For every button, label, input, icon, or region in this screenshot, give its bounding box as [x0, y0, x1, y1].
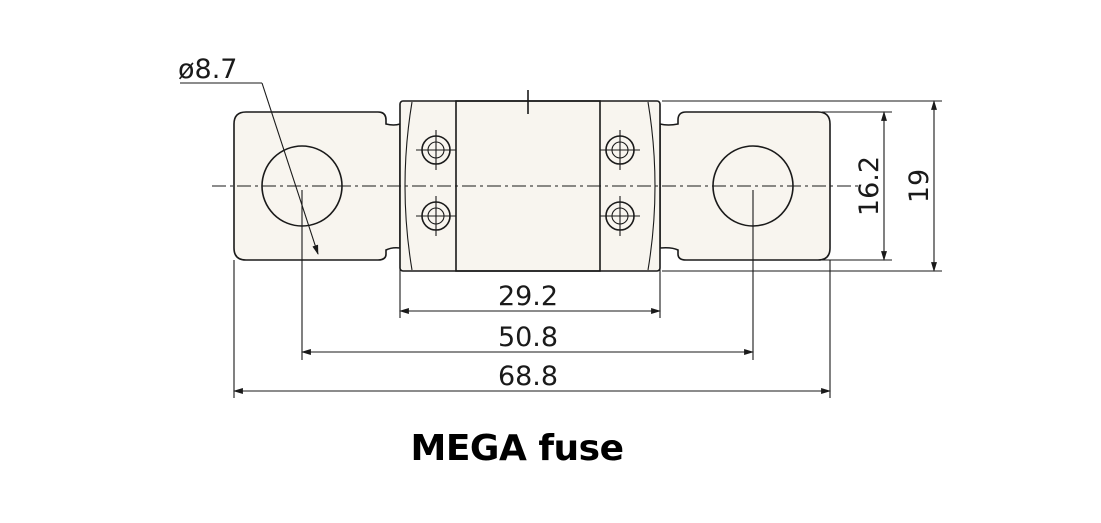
screw-icon — [416, 130, 456, 170]
screw-icon — [600, 196, 640, 236]
inner-width-label: 29.2 — [498, 281, 558, 312]
hole-diameter-label: ø8.7 — [178, 54, 237, 85]
screw-icon — [416, 196, 456, 236]
hole-spacing-label: 50.8 — [498, 322, 558, 353]
terminal-height-label: 16.2 — [854, 156, 885, 216]
screw-icon — [600, 130, 640, 170]
overall-length-label: 68.8 — [498, 361, 558, 392]
diagram-caption: MEGA fuse — [410, 428, 625, 469]
body-height-label: 19 — [904, 169, 935, 203]
